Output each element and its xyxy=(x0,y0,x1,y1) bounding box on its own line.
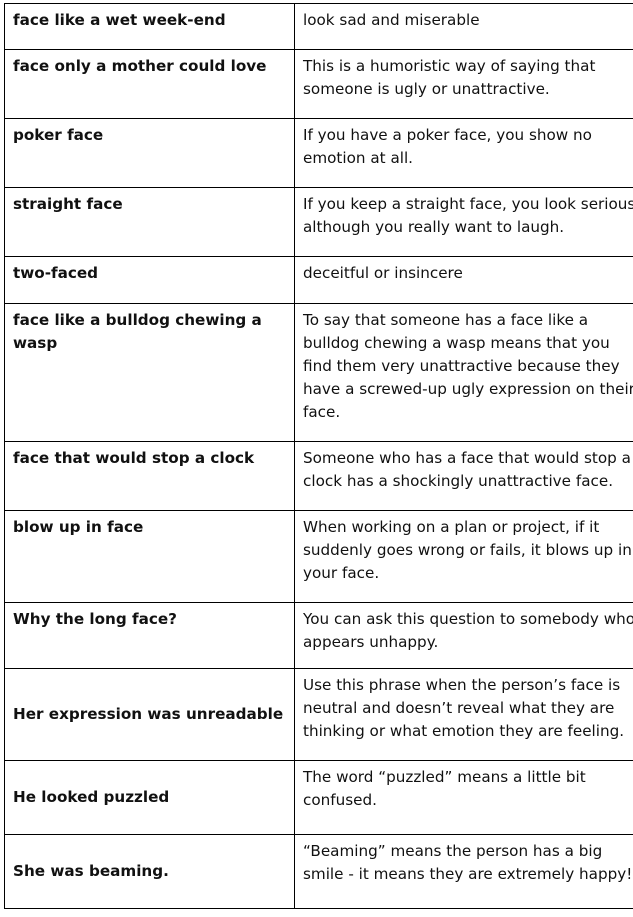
phrase-cell: face like a bulldog chewing a wasp xyxy=(4,303,295,442)
table-row: blow up in face When working on a plan o… xyxy=(4,510,633,603)
idioms-table: face like a wet week-end look sad and mi… xyxy=(4,3,633,909)
meaning-cell: Someone who has a face that would stop a… xyxy=(294,441,633,511)
meaning-cell: This is a humoristic way of saying that … xyxy=(294,49,633,119)
phrase-cell: face that would stop a clock xyxy=(4,441,295,511)
phrase-cell: poker face xyxy=(4,118,295,188)
phrase-cell: He looked puzzled xyxy=(4,760,295,835)
table-row: He looked puzzled The word “puzzled” mea… xyxy=(4,760,633,835)
table-row: poker face If you have a poker face, you… xyxy=(4,118,633,188)
phrase-cell: two-faced xyxy=(4,256,295,304)
meaning-cell: Use this phrase when the person’s face i… xyxy=(294,668,633,761)
phrase-cell: Why the long face? xyxy=(4,602,295,669)
table-row: Her expression was unreadable Use this p… xyxy=(4,668,633,761)
phrase-cell: blow up in face xyxy=(4,510,295,603)
phrase-cell: She was beaming. xyxy=(4,834,295,909)
meaning-cell: To say that someone has a face like a bu… xyxy=(294,303,633,442)
table-row: two-faced deceitful or insincere xyxy=(4,256,633,304)
meaning-cell: The word “puzzled” means a little bit co… xyxy=(294,760,633,835)
table-row: face only a mother could love This is a … xyxy=(4,49,633,119)
meaning-cell: You can ask this question to somebody wh… xyxy=(294,602,633,669)
meaning-cell: If you have a poker face, you show no em… xyxy=(294,118,633,188)
phrase-cell: face like a wet week-end xyxy=(4,3,295,50)
table-row: straight face If you keep a straight fac… xyxy=(4,187,633,257)
table-row: face that would stop a clock Someone who… xyxy=(4,441,633,511)
meaning-cell: “Beaming” means the person has a big smi… xyxy=(294,834,633,909)
meaning-cell: deceitful or insincere xyxy=(294,256,633,304)
phrase-cell: face only a mother could love xyxy=(4,49,295,119)
meaning-cell: When working on a plan or project, if it… xyxy=(294,510,633,603)
table-row: She was beaming. “Beaming” means the per… xyxy=(4,834,633,909)
phrase-cell: straight face xyxy=(4,187,295,257)
table-row: Why the long face? You can ask this ques… xyxy=(4,602,633,669)
meaning-cell: If you keep a straight face, you look se… xyxy=(294,187,633,257)
table-row: face like a bulldog chewing a wasp To sa… xyxy=(4,303,633,442)
table-row: face like a wet week-end look sad and mi… xyxy=(4,3,633,50)
meaning-cell: look sad and miserable xyxy=(294,3,633,50)
phrase-cell: Her expression was unreadable xyxy=(4,668,295,761)
